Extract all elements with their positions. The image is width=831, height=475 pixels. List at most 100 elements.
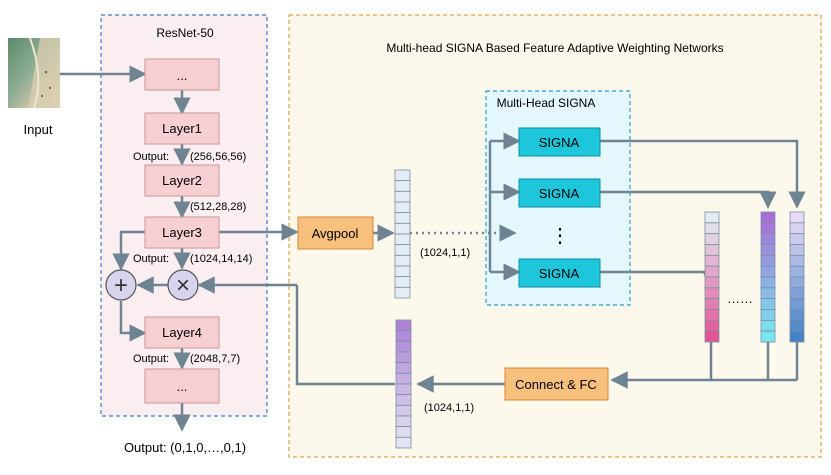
- vector-cell: [394, 212, 411, 224]
- vector-cell: [394, 169, 411, 182]
- vector-cell: [704, 233, 720, 245]
- output1-prefix: Output:: [133, 151, 169, 163]
- vector-cell: [789, 244, 805, 256]
- vector-cell: [789, 276, 805, 289]
- signa-label-2: SIGNA: [539, 186, 580, 201]
- vector-cell: [704, 298, 720, 310]
- output4-shape: (2048,7,7): [190, 353, 240, 365]
- vector-cell: [395, 415, 412, 428]
- vector-cell: [395, 404, 412, 417]
- vector-cell: [789, 222, 805, 235]
- vector-cell: [789, 309, 805, 321]
- vector-cell: [394, 265, 411, 278]
- columns-merge-line: [709, 342, 799, 382]
- vector-cell: [704, 211, 720, 224]
- vector-cell: [394, 276, 411, 288]
- vector-cell: [395, 319, 412, 332]
- pooled-vector: [394, 169, 411, 299]
- signa-block-3: [518, 258, 601, 288]
- vector-cell: [395, 383, 412, 396]
- head-output-vector-1: [704, 211, 720, 343]
- vector-cell: [760, 298, 776, 310]
- layer3-label: Layer3: [162, 225, 202, 240]
- arrow-add-to-layer4: [119, 301, 147, 342]
- multiply-operator: [167, 269, 199, 301]
- vector-cell: [760, 222, 776, 235]
- layer2-block: [144, 164, 220, 197]
- input-image: [8, 37, 60, 109]
- output2-shape: (512,28,28): [190, 201, 246, 213]
- vector-cell: [789, 319, 805, 332]
- signa-vertical-dots: ⋮: [550, 225, 570, 247]
- vector-cell: [789, 298, 805, 310]
- layer4-label: Layer4: [162, 325, 202, 340]
- vector-cell: [760, 330, 776, 343]
- vector-cell: [704, 330, 720, 343]
- weight-vector: [395, 319, 412, 449]
- vector-cell: [789, 265, 805, 278]
- layer4-block: [144, 316, 220, 349]
- output3-prefix: Output:: [133, 253, 169, 265]
- multiply-operator-symbol: ×: [176, 272, 190, 299]
- vector-cell: [395, 394, 412, 406]
- output1-shape: (256,56,56): [190, 151, 246, 163]
- connect-fc-label: Connect & FC: [515, 377, 597, 392]
- input-label: Input: [24, 122, 53, 137]
- vector-cell: [704, 276, 720, 289]
- vector-cell: [760, 254, 776, 267]
- multihead-title: Multi-Head SIGNA: [497, 96, 596, 110]
- vector-cell: [394, 233, 411, 246]
- pooled-shape-label: (1024,1,1): [420, 247, 470, 259]
- vector-cell: [704, 319, 720, 332]
- resnet-top-block: [144, 58, 220, 91]
- arrow-signa1-to-col3: [600, 139, 806, 209]
- vector-cell: [760, 244, 776, 256]
- vector-cell: [760, 309, 776, 321]
- vector-cell: [760, 276, 776, 289]
- vector-cell: [760, 287, 776, 300]
- final-output-label: Output: (0,1,0,…,0,1): [124, 440, 246, 455]
- resnet-bottom-block: [144, 368, 220, 404]
- vector-cell: [394, 180, 411, 192]
- vector-cell: [394, 254, 411, 267]
- vector-cell: [789, 330, 805, 343]
- vector-cell: [760, 319, 776, 332]
- head-output-vector-2: [760, 211, 776, 343]
- layer3-block: [144, 216, 220, 249]
- vector-cell: [395, 426, 412, 438]
- vector-cell: [395, 362, 412, 374]
- vector-cell: [704, 254, 720, 267]
- vector-cell: [395, 340, 412, 353]
- vector-cell: [394, 222, 411, 235]
- arrow-signa2-to-col2: [600, 190, 777, 209]
- signa-block-2: [518, 178, 601, 208]
- vector-cell: [395, 351, 412, 364]
- add-operator: [105, 269, 137, 301]
- vector-cell: [395, 330, 412, 342]
- resnet-bottom-block-label: ...: [177, 379, 188, 394]
- add-operator-symbol: +: [114, 272, 128, 299]
- vector-cell: [789, 254, 805, 267]
- columns-ellipsis: ……: [727, 291, 753, 306]
- vector-cell: [704, 244, 720, 256]
- vector-cell: [395, 372, 412, 385]
- vector-cell: [760, 265, 776, 278]
- head-output-vector-3: [789, 211, 805, 343]
- output3-shape: (1024,14,14): [190, 253, 252, 265]
- resnet-top-block-label: ...: [177, 68, 188, 83]
- vector-cell: [760, 211, 776, 224]
- signa-label-3: SIGNA: [539, 266, 580, 281]
- vector-cell: [760, 233, 776, 245]
- vector-cell: [789, 211, 805, 224]
- vector-cell: [394, 190, 411, 203]
- signa-label-1: SIGNA: [539, 135, 580, 150]
- arrow-layer3-skip: [112, 230, 145, 271]
- avgpool-block: [297, 216, 374, 250]
- vector-cell: [789, 233, 805, 245]
- layer2-label: Layer2: [162, 173, 202, 188]
- vector-cell: [704, 265, 720, 278]
- output4-prefix: Output:: [133, 353, 169, 365]
- weight-shape-label: (1024,1,1): [424, 402, 474, 414]
- vector-cell: [704, 222, 720, 235]
